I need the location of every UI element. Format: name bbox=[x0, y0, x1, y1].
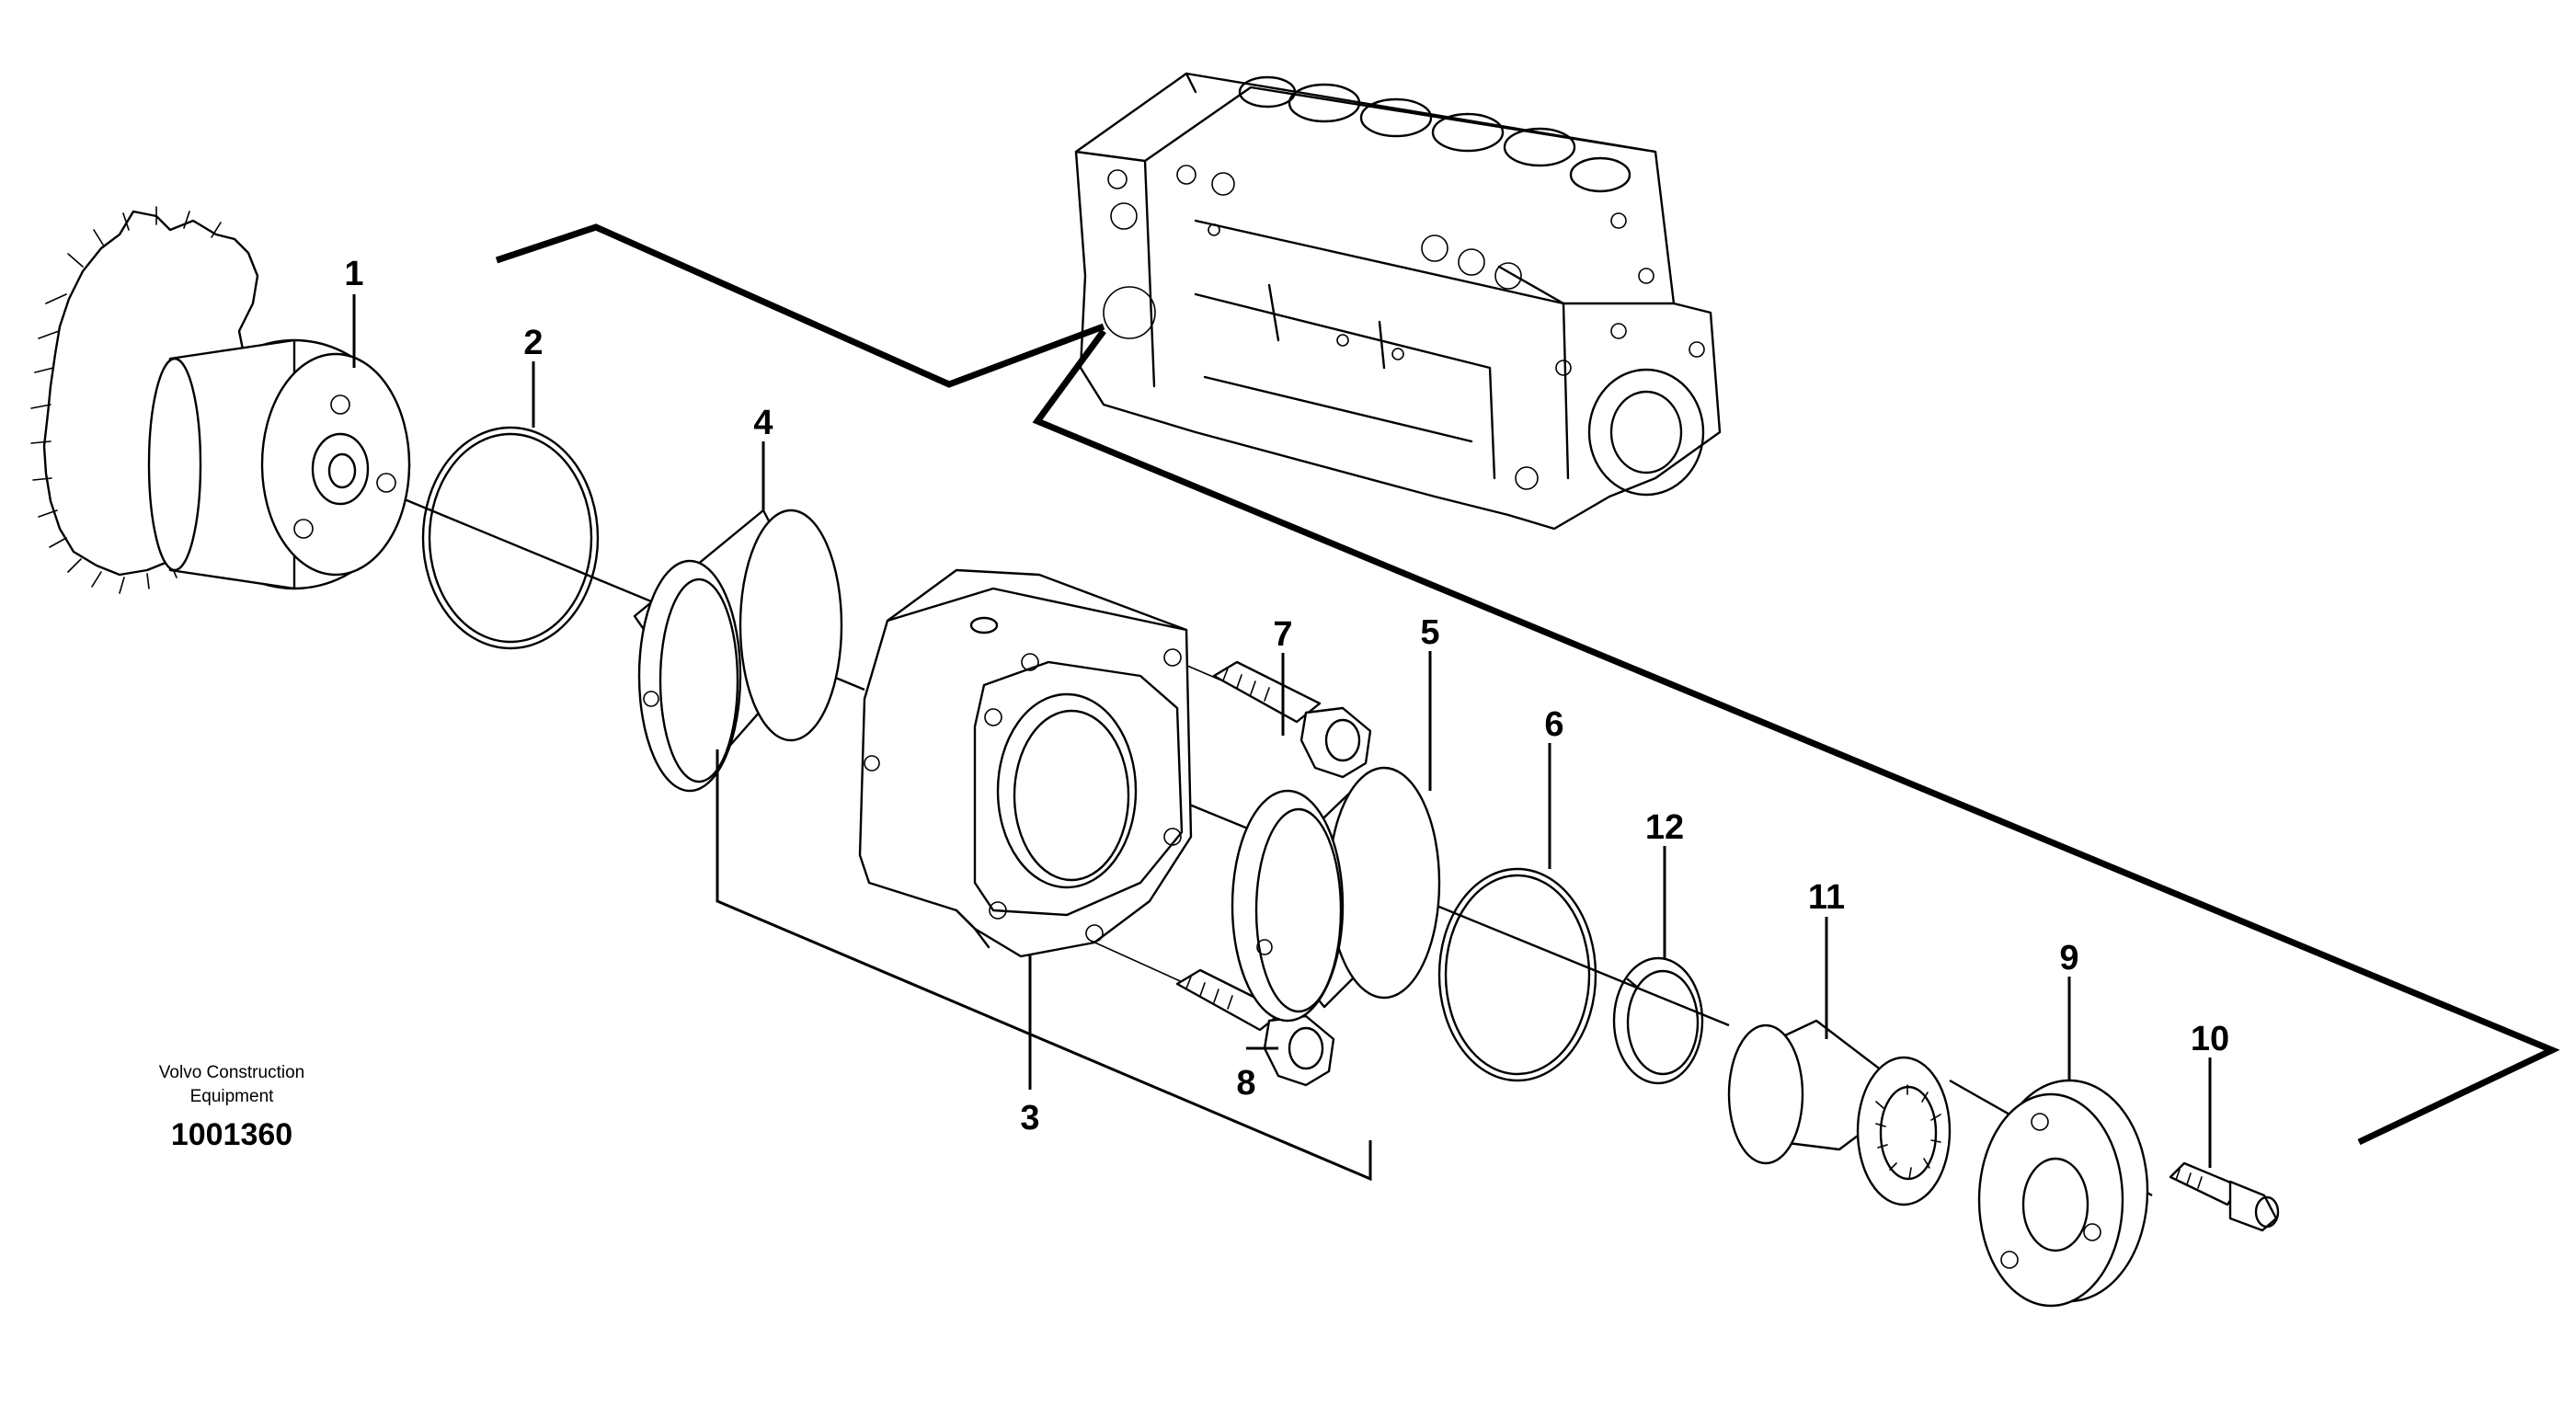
assembly-frame-line-lower bbox=[1032, 328, 2560, 1146]
callout-7: 7 bbox=[1273, 615, 1292, 654]
cylinder-bores bbox=[1238, 75, 1631, 193]
part-9-washer bbox=[1977, 1079, 2149, 1308]
callout-11: 11 bbox=[1808, 878, 1845, 917]
callout-2: 2 bbox=[523, 324, 543, 362]
callout-labels: 1 2 4 3 7 5 6 8 12 11 9 10 bbox=[344, 255, 2229, 1137]
callout-12: 12 bbox=[1645, 808, 1684, 847]
crankshaft-bore bbox=[1587, 368, 1705, 497]
callout-5: 5 bbox=[1420, 613, 1439, 652]
block-holes bbox=[1103, 165, 1705, 490]
part-7-bolt bbox=[1212, 660, 1372, 779]
part-8-bolt bbox=[1175, 968, 1335, 1087]
callout-4: 4 bbox=[753, 404, 773, 442]
callout-10: 10 bbox=[2191, 1020, 2229, 1058]
callout-8: 8 bbox=[1236, 1064, 1255, 1103]
part-6-o-ring bbox=[1437, 867, 1597, 1082]
part-12-circlip bbox=[1612, 956, 1704, 1085]
part-11-coupling bbox=[1727, 1019, 1952, 1206]
callout-9: 9 bbox=[2059, 939, 2078, 977]
part-5-bushing bbox=[1231, 766, 1441, 1023]
callout-6: 6 bbox=[1544, 705, 1563, 744]
drawing-number: 1001360 bbox=[171, 1117, 292, 1152]
part-1-gear bbox=[30, 206, 411, 594]
part-10-screw bbox=[2169, 1161, 2280, 1232]
caption-block: Volvo Construction Equipment 1001360 bbox=[159, 1063, 304, 1152]
part-4-bushing bbox=[633, 509, 843, 793]
engine-block-illustration bbox=[1074, 72, 1722, 531]
leader-lines bbox=[352, 294, 2212, 1182]
callout-3: 3 bbox=[1020, 1099, 1039, 1137]
company-name-line-2: Equipment bbox=[190, 1087, 275, 1106]
part-2-o-ring bbox=[421, 426, 600, 650]
assembly-frame-line bbox=[495, 223, 1105, 388]
company-name-line-1: Volvo Construction bbox=[159, 1063, 304, 1082]
callout-1: 1 bbox=[344, 255, 363, 293]
part-3-housing bbox=[858, 568, 1193, 958]
